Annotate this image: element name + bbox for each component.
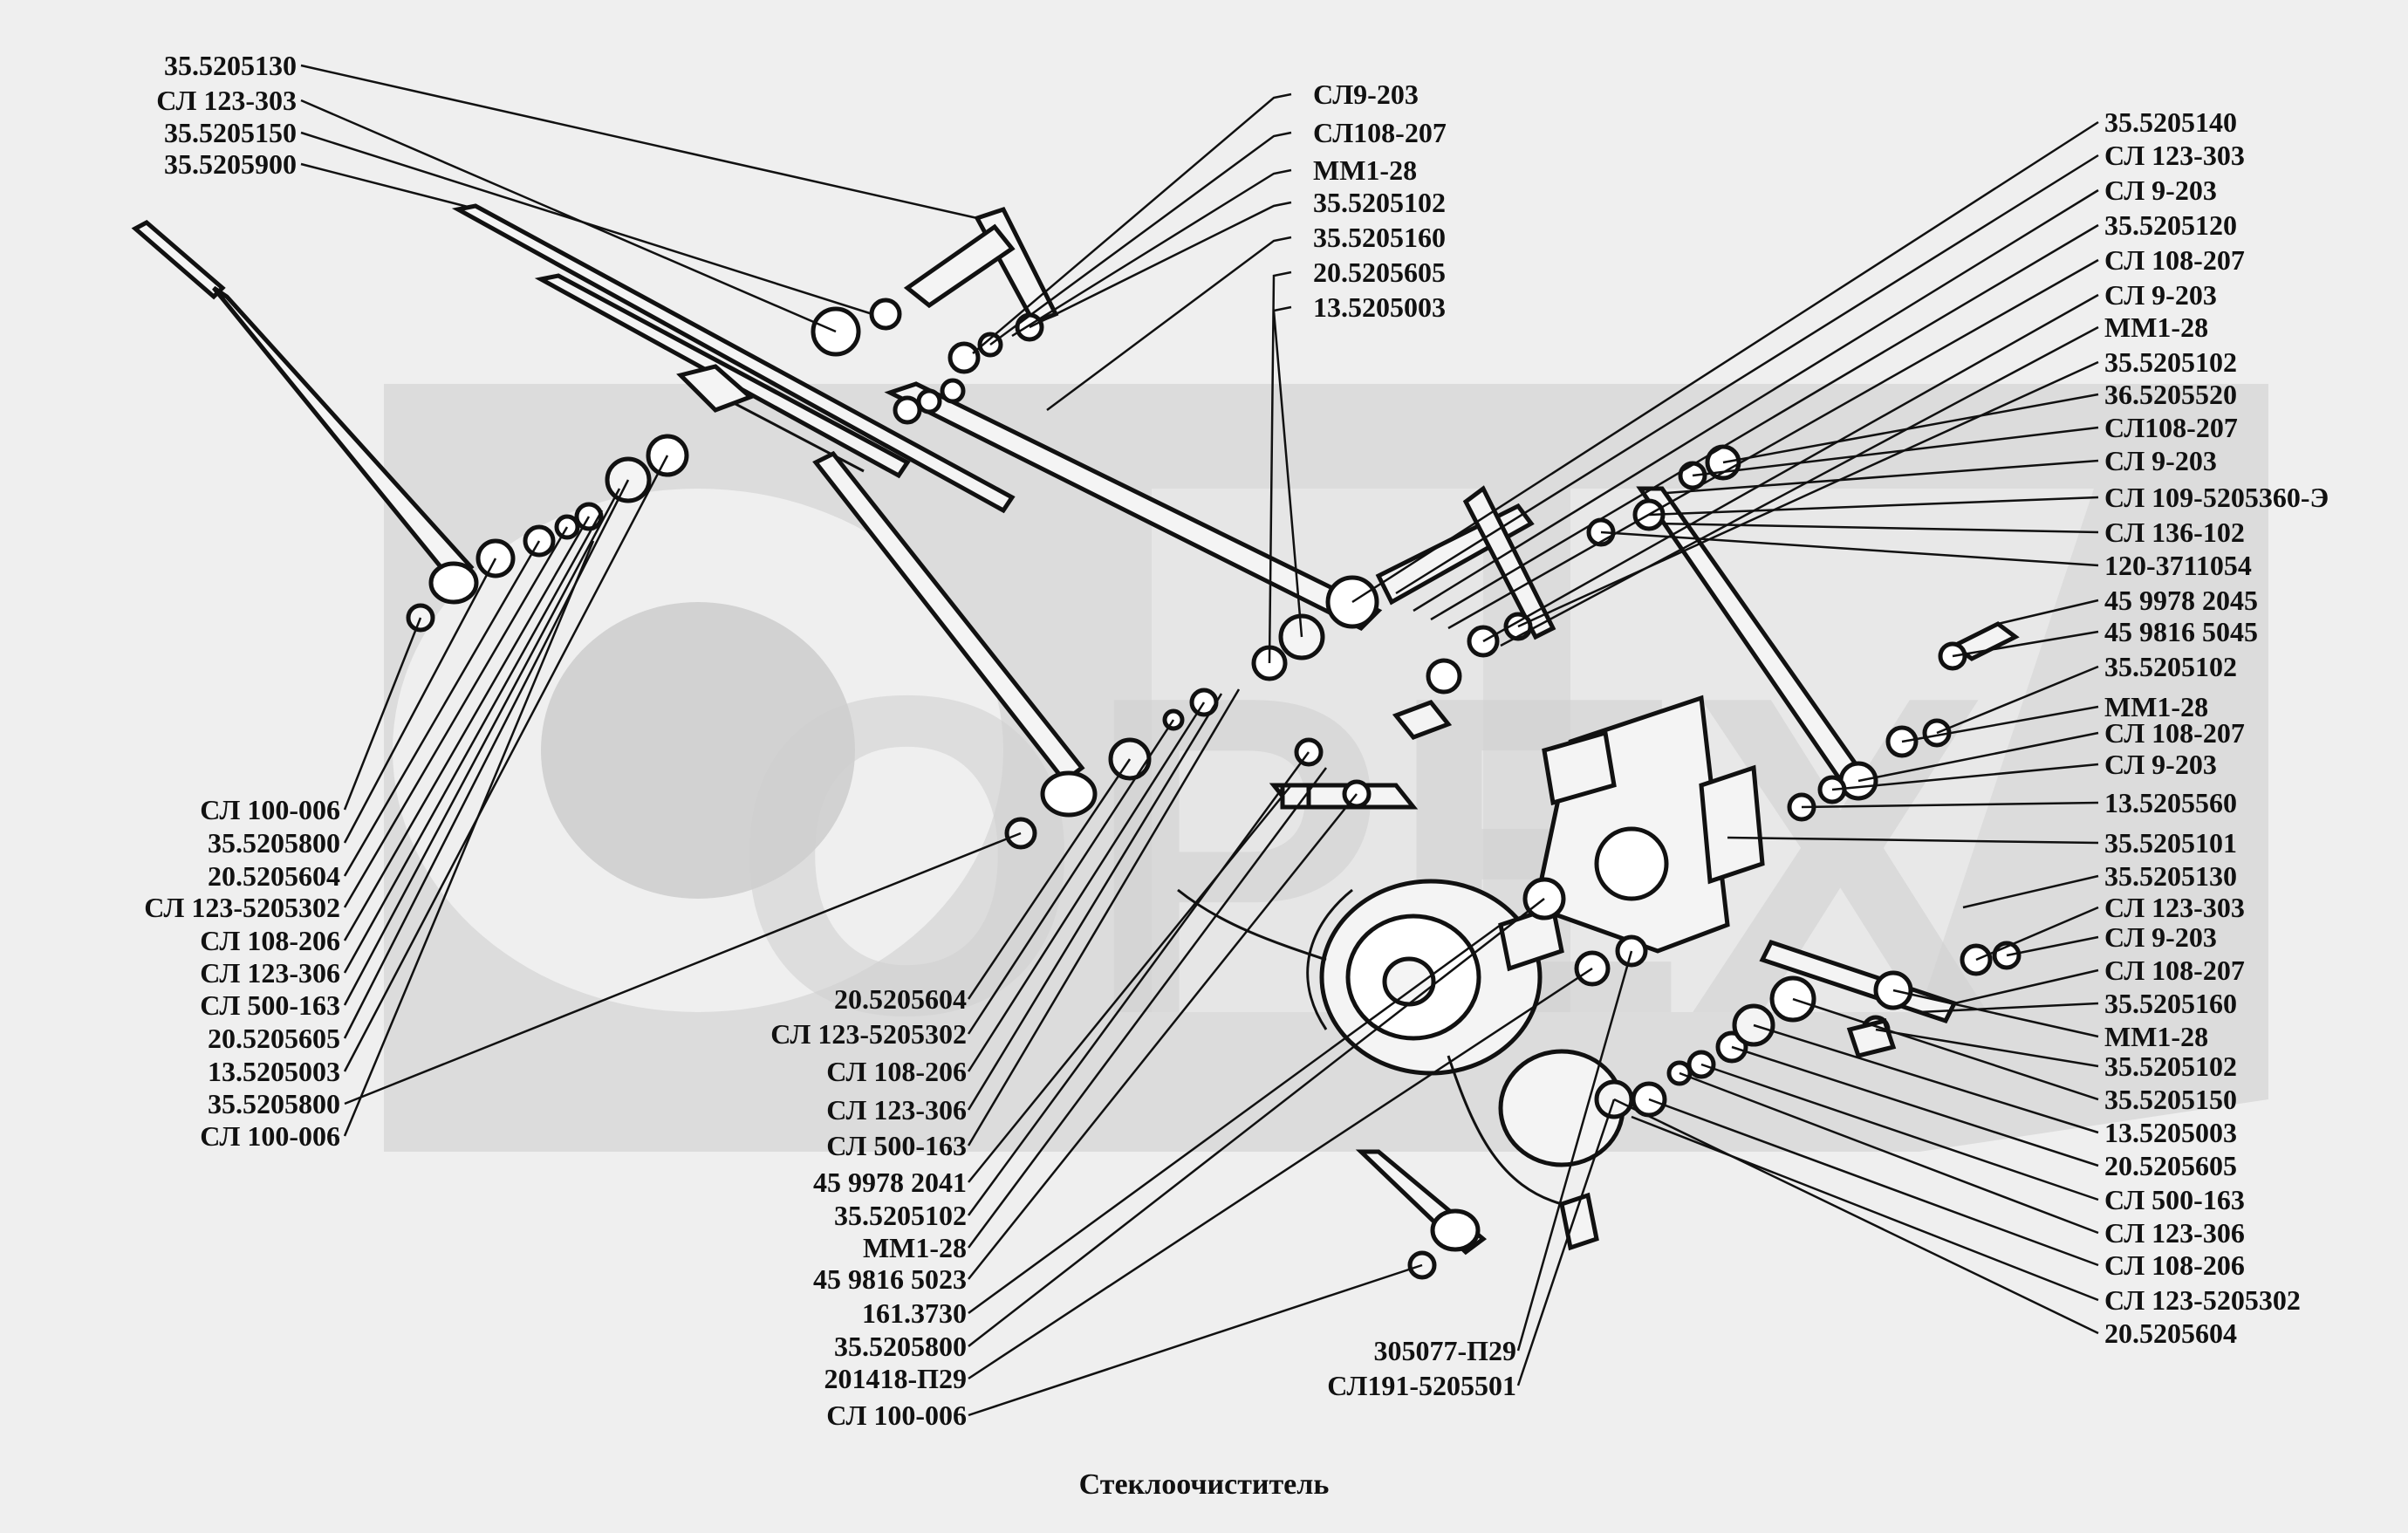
part-label: 35.5205130 xyxy=(2104,860,2237,892)
part-label: СЛ 500-163 xyxy=(2104,1184,2245,1215)
part-label: 20.5205605 xyxy=(1313,257,1446,288)
part-label: 35.5205150 xyxy=(164,117,297,148)
leader-lines xyxy=(300,64,2099,1417)
part-label: ММ1-28 xyxy=(2104,311,2209,343)
part-label: СЛ 100-006 xyxy=(826,1400,967,1431)
part-label: СЛ 123-5205302 xyxy=(2104,1284,2301,1316)
part-label: СЛ 123-306 xyxy=(200,957,340,989)
motor-bracket xyxy=(1269,695,1765,954)
part-label: 35.5205160 xyxy=(2104,988,2237,1019)
part-label: СЛ 9-203 xyxy=(2104,175,2217,206)
part-label: СЛ 9-203 xyxy=(2104,445,2217,476)
part-label: 45 9816 5045 xyxy=(2104,616,2258,647)
part-label: СЛ 108-207 xyxy=(2104,244,2245,276)
part-label: ММ1-28 xyxy=(2104,1021,2209,1052)
part-label: СЛ 100-006 xyxy=(200,1120,340,1152)
part-label: 20.5205604 xyxy=(834,983,967,1015)
part-label: СЛ 108-207 xyxy=(2104,955,2245,986)
part-label: СЛ 9-203 xyxy=(2104,921,2217,953)
part-label: 35.5205130 xyxy=(164,50,297,81)
part-label: 35.5205140 xyxy=(2104,106,2237,138)
part-label: 35.5205102 xyxy=(2104,346,2237,378)
part-label: СЛ 500-163 xyxy=(200,989,340,1021)
part-label: 45 9978 2041 xyxy=(813,1167,967,1198)
drive-rod xyxy=(884,378,1383,632)
part-label: СЛ108-207 xyxy=(1313,117,1447,148)
part-label: СЛ 123-303 xyxy=(2104,892,2245,923)
part-label: СЛ108-207 xyxy=(2104,412,2238,443)
part-label: 45 9978 2045 xyxy=(2104,585,2258,616)
part-label: 45 9816 5023 xyxy=(813,1263,967,1295)
part-label: СЛ 500-163 xyxy=(826,1130,967,1161)
electric-motor xyxy=(1177,877,1625,1280)
part-label: СЛ191-5205501 xyxy=(1327,1370,1516,1401)
part-label: 13.5205003 xyxy=(2104,1117,2237,1148)
upper-left-link xyxy=(811,206,1059,374)
part-label: ММ1-28 xyxy=(2104,691,2209,722)
part-label: 35.5205800 xyxy=(208,827,340,859)
diagram-caption: Стеклоочиститель xyxy=(1078,1468,1330,1501)
part-label: СЛ 123-303 xyxy=(156,85,297,116)
part-label: ММ1-28 xyxy=(862,1232,967,1263)
part-label: СЛ 136-102 xyxy=(2104,517,2245,548)
center-wiper-arm xyxy=(812,450,1098,818)
part-label: 161.3730 xyxy=(862,1297,967,1329)
part-label: СЛ 9-203 xyxy=(2104,279,2217,311)
part-label: 20.5205604 xyxy=(208,860,340,892)
part-label: 35.5205900 xyxy=(164,148,297,180)
part-label: 201418-П29 xyxy=(824,1363,967,1394)
left-wiper-blade xyxy=(451,203,1016,514)
center-pivot xyxy=(1108,485,1556,781)
part-label: СЛ 123-306 xyxy=(2104,1217,2245,1249)
part-label: 20.5205605 xyxy=(2104,1150,2237,1181)
part-label: СЛ 108-206 xyxy=(200,925,340,956)
part-label: СЛ 100-006 xyxy=(200,794,340,825)
part-label: 35.5205102 xyxy=(1313,187,1446,218)
part-label: СЛ 108-206 xyxy=(826,1056,967,1087)
part-label: 13.5205003 xyxy=(1313,291,1446,323)
part-label: 35.5205160 xyxy=(1313,222,1446,253)
part-label: 36.5205520 xyxy=(2104,379,2237,410)
part-label: ММ1-28 xyxy=(1313,154,1418,186)
part-label: 35.5205800 xyxy=(208,1088,340,1119)
part-label: 305077-П29 xyxy=(1373,1335,1516,1366)
part-label: СЛ9-203 xyxy=(1313,79,1419,110)
part-label: 35.5205150 xyxy=(2104,1084,2237,1115)
part-label: СЛ 108-206 xyxy=(2104,1249,2245,1281)
part-label: СЛ 123-303 xyxy=(2104,140,2245,171)
part-label: СЛ 123-5205302 xyxy=(144,892,340,923)
part-label: 120-3711054 xyxy=(2104,550,2252,581)
part-label: СЛ 9-203 xyxy=(2104,749,2217,780)
part-label: 13.5205003 xyxy=(208,1056,340,1087)
part-label: 20.5205604 xyxy=(2104,1317,2237,1349)
part-label: 35.5205102 xyxy=(834,1200,967,1231)
part-label: 35.5205800 xyxy=(834,1331,967,1362)
left-wiper-arm xyxy=(131,219,479,633)
part-label: 13.5205560 xyxy=(2104,787,2237,818)
part-label: 20.5205605 xyxy=(208,1023,340,1054)
part-label: СЛ 108-207 xyxy=(2104,717,2245,749)
part-label: СЛ 123-5205302 xyxy=(770,1018,967,1050)
part-label: 35.5205101 xyxy=(2104,827,2237,859)
part-label: 35.5205102 xyxy=(2104,651,2237,682)
part-label: 35.5205120 xyxy=(2104,209,2237,241)
part-label: 35.5205102 xyxy=(2104,1051,2237,1082)
part-label: СЛ 109-5205360-Э xyxy=(2104,482,2329,513)
part-label: СЛ 123-306 xyxy=(826,1094,967,1126)
